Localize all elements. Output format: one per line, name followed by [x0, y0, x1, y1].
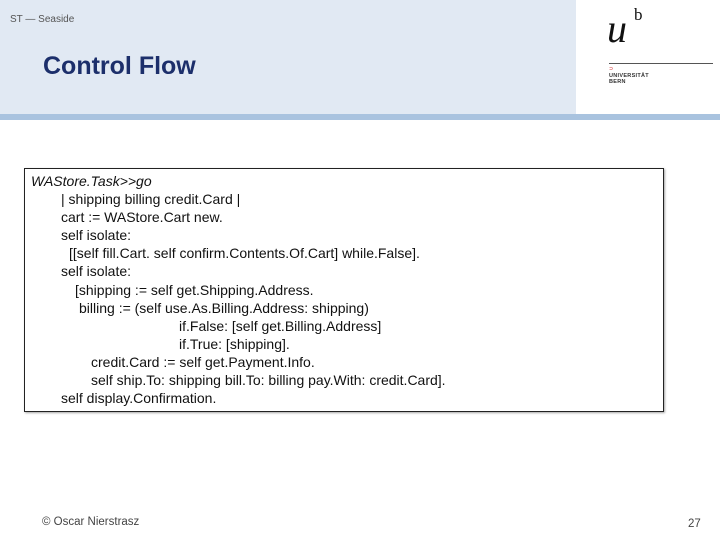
code-line: cart := WAStore.Cart new.: [61, 209, 223, 226]
logo-line-bern: BERN: [609, 79, 626, 85]
code-line: if.False: [self get.Billing.Address]: [179, 317, 382, 334]
code-line: if.True: [shipping].: [179, 335, 290, 352]
code-line: credit.Card := self get.Payment.Info.: [91, 353, 315, 370]
code-line: WAStore.Task>>go: [31, 173, 152, 189]
slide-title: Control Flow: [43, 52, 196, 80]
logo-text: UNIVERSITÄT BERN: [609, 73, 649, 85]
code-line: self ship.To: shipping bill.To: billing …: [91, 372, 446, 389]
logo-line-university: UNIVERSITÄT: [609, 73, 649, 79]
code-line: self isolate:: [61, 227, 132, 244]
code-listing: WAStore.Task>>go | shipping billing cred…: [31, 172, 446, 407]
code-box: WAStore.Task>>go | shipping billing cred…: [24, 168, 664, 412]
logo-b-glyph: b: [634, 5, 643, 24]
logo-mark-icon: ⊃: [609, 66, 614, 72]
university-logo: u b ⊃ UNIVERSITÄT BERN: [576, 0, 720, 114]
code-line: self isolate:: [61, 263, 132, 280]
code-line: billing := (self use.As.Billing.Address:…: [79, 299, 369, 316]
code-line: [[self fill.Cart. self confirm.Contents.…: [69, 245, 420, 262]
header-rule: [0, 114, 720, 120]
page-number: 27: [688, 518, 701, 530]
slide-header: ST — Seaside Control Flow: [0, 0, 576, 114]
code-line: [shipping := self get.Shipping.Address.: [75, 281, 314, 298]
footer-author: © Oscar Nierstrasz: [42, 516, 140, 528]
code-line: | shipping billing credit.Card |: [61, 191, 241, 208]
logo-u-glyph: u: [607, 6, 627, 51]
logo-divider: [609, 63, 713, 64]
code-line: self display.Confirmation.: [61, 390, 217, 407]
breadcrumb: ST — Seaside: [10, 14, 75, 25]
